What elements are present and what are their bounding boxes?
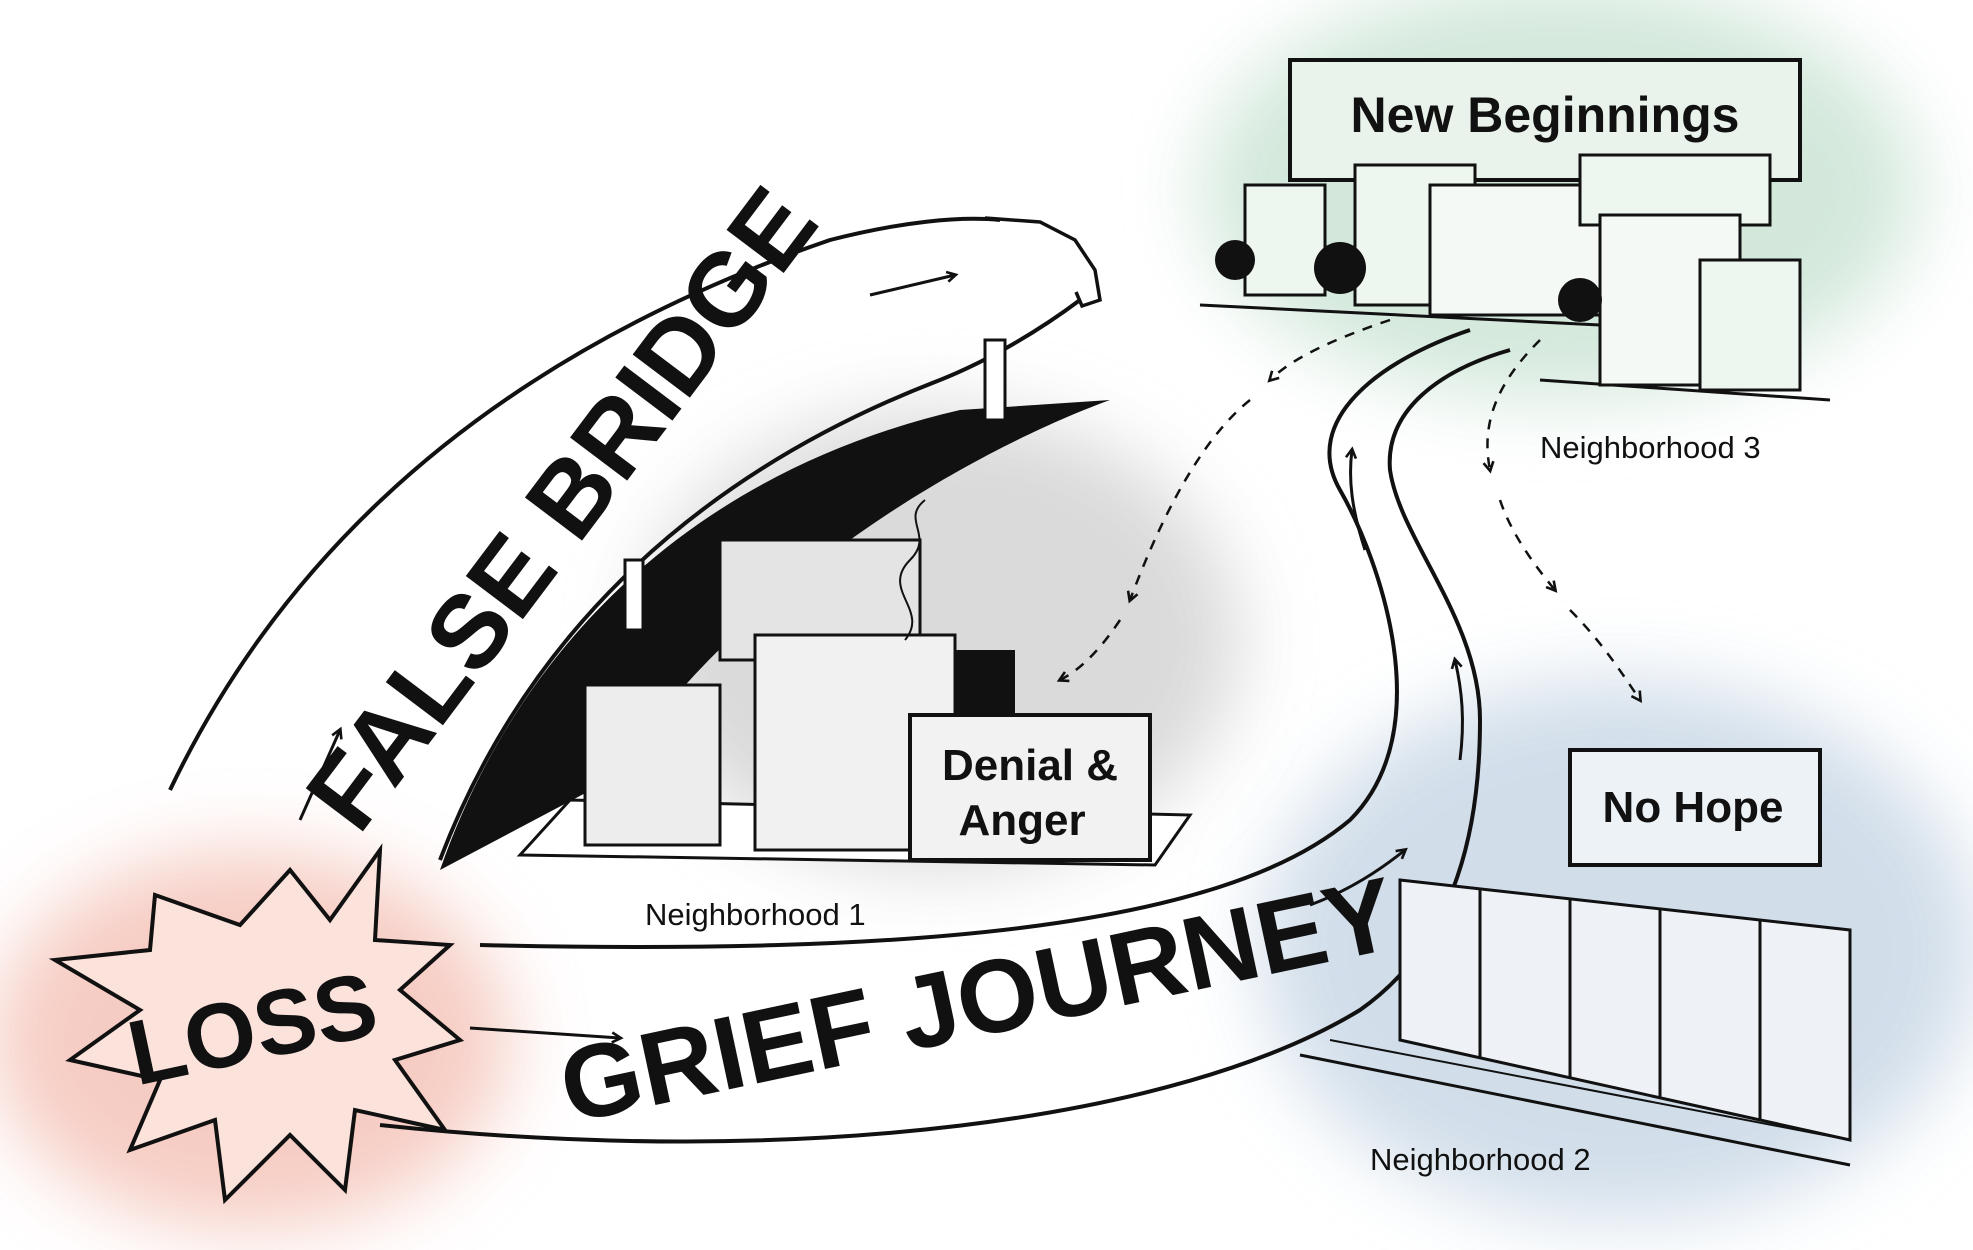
dashed-to-neighborhood1-c (1056, 619, 1122, 683)
neighborhood-1-caption: Neighborhood 1 (645, 897, 866, 932)
bridge-deck-end (984, 216, 1102, 309)
road-arrow-1 (1450, 656, 1464, 761)
dashed-to-neighborhood2-b (1498, 499, 1558, 593)
bridge-pillar (983, 338, 1007, 422)
no-hope-sign (1568, 748, 1822, 867)
denial-sign-text-line2: Anger (958, 796, 1085, 845)
denial-anger-sign (908, 713, 1152, 862)
grief-upper-edge (479, 328, 1471, 950)
grief-journey-road (379, 328, 1511, 1144)
tree-n3-1 (1215, 240, 1255, 280)
tree-n3-3 (1558, 278, 1602, 322)
neighborhood-2 (1299, 748, 1852, 1167)
rowhouses-n2 (1398, 878, 1852, 1142)
loss-starburst (48, 843, 465, 1205)
building-n3-6 (1698, 258, 1802, 392)
dashed-connectors (1056, 318, 1643, 704)
neighborhood-1 (516, 499, 1193, 867)
road-arrow-2 (1344, 446, 1367, 551)
sidewalk-n3 (1539, 378, 1831, 402)
false-bridge-arrow-upper (869, 270, 959, 297)
bridge-inner-edge (438, 298, 1082, 861)
loss-to-grief-arrow (469, 1026, 624, 1044)
dashed-to-neighborhood1-a (1267, 318, 1391, 383)
neighborhood-2-caption: Neighborhood 2 (1370, 1142, 1591, 1177)
building-n3-1 (1243, 183, 1327, 297)
no-hope-sign-text: No Hope (1603, 783, 1784, 832)
neighborhood-3-caption: Neighborhood 3 (1540, 430, 1761, 465)
street-n2 (1299, 1053, 1851, 1167)
dashed-to-neighborhood1-b (1126, 399, 1251, 604)
new-beginnings-sign-text: New Beginnings (1351, 87, 1740, 143)
building-n3-4 (1578, 153, 1772, 227)
loss-burst (48, 843, 465, 1205)
grief-lower-edge (379, 348, 1511, 1144)
street-n2-edge (1329, 1039, 1851, 1141)
tree-n3-2 (1314, 242, 1366, 294)
dashed-to-neighborhood2-c (1569, 609, 1643, 704)
building-n1-left (583, 683, 722, 847)
neighborhood-3 (1199, 58, 1831, 402)
grief-arrow-to-no-hope (1309, 847, 1408, 907)
smoke-n1 (899, 499, 926, 641)
bridge-outer-edge (168, 216, 1001, 791)
false-bridge-arrow-lower (298, 726, 343, 821)
bridge-pillar-2 (623, 558, 645, 632)
ground-line-n3 (1199, 303, 1601, 327)
denial-sign-text-line1: Denial & (942, 741, 1118, 790)
